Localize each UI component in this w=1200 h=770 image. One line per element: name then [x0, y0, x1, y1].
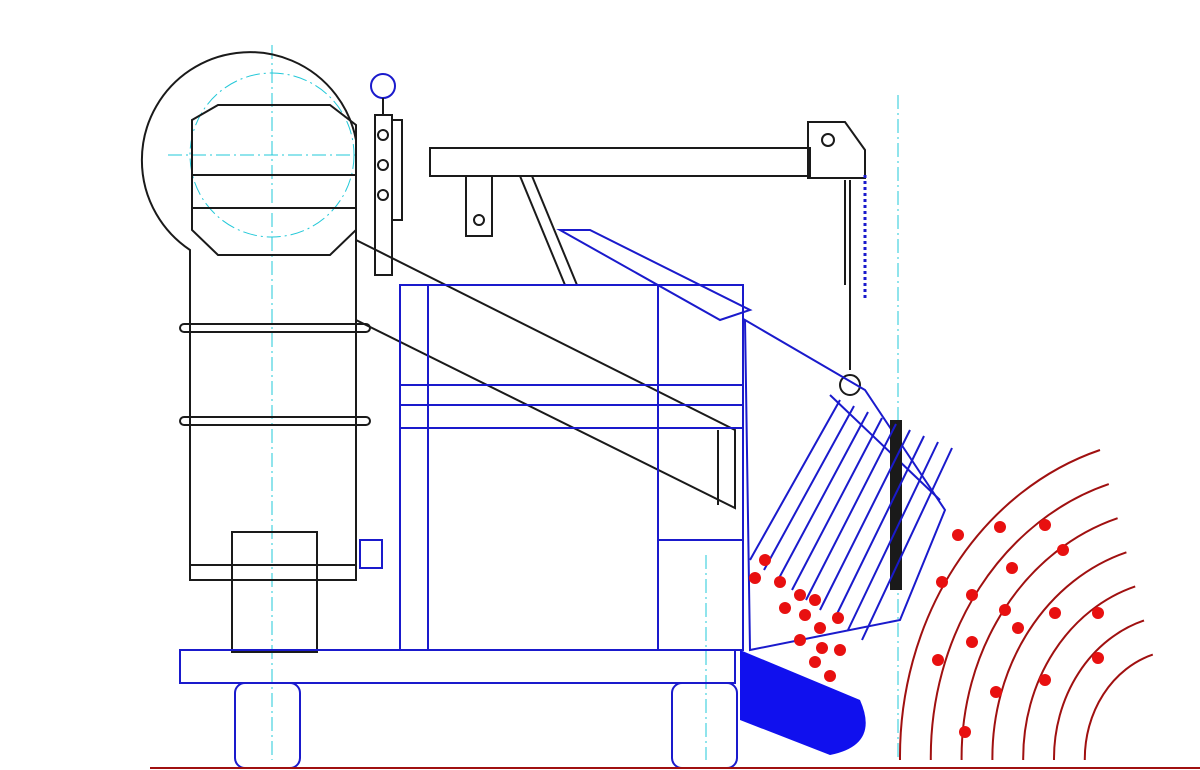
bale-dot [999, 604, 1011, 616]
bale-dot [759, 554, 771, 566]
bale-dot [832, 612, 844, 624]
tine [763, 405, 855, 571]
bale-dots [749, 519, 1104, 738]
bale-dot [779, 602, 791, 614]
tine [819, 429, 911, 611]
bale-arc [991, 551, 1127, 761]
tine [847, 441, 939, 631]
bale-dot [952, 529, 964, 541]
bale-arc [960, 517, 1118, 761]
pressure-gauge [370, 73, 403, 276]
tine [791, 417, 883, 591]
bale-dot [936, 576, 948, 588]
bale-dot [1039, 674, 1051, 686]
bale-dot [834, 644, 846, 656]
tine [805, 423, 897, 601]
bale-dot [1057, 544, 1069, 556]
bale-dot [809, 594, 821, 606]
hopper-drum [140, 51, 371, 653]
bale-dot [966, 589, 978, 601]
bale-arc [929, 483, 1110, 761]
chute [355, 239, 736, 510]
bale-dot [959, 726, 971, 738]
rotor-cage [740, 318, 953, 755]
bale-dot [1092, 607, 1104, 619]
bale-dot [1049, 607, 1061, 619]
tine [749, 399, 841, 561]
bale-dot [1006, 562, 1018, 574]
bale-arcs [898, 449, 1154, 761]
bale-dot [966, 636, 978, 648]
bale-dot [794, 634, 806, 646]
bale-dot [749, 572, 761, 584]
bale-arc [1083, 653, 1154, 761]
bale-dot [774, 576, 786, 588]
bale-dot [994, 521, 1006, 533]
bale-dot [1092, 652, 1104, 664]
bale-arc [898, 449, 1101, 761]
bale-dot [809, 656, 821, 668]
frame [179, 229, 753, 769]
tine [777, 411, 869, 581]
bale-dot [816, 642, 828, 654]
bale-arc [1052, 619, 1145, 761]
bale-dot [932, 654, 944, 666]
bale-dot [794, 589, 806, 601]
centerlines [168, 45, 899, 760]
bale-dot [1012, 622, 1024, 634]
tine [861, 447, 953, 641]
top-boom [429, 121, 867, 396]
bale-dot [799, 609, 811, 621]
bale-dot [814, 622, 826, 634]
bale-dot [824, 670, 836, 682]
bale-dot [990, 686, 1002, 698]
bale-arc [1022, 585, 1136, 761]
bale-dot [1039, 519, 1051, 531]
tine [833, 435, 925, 621]
